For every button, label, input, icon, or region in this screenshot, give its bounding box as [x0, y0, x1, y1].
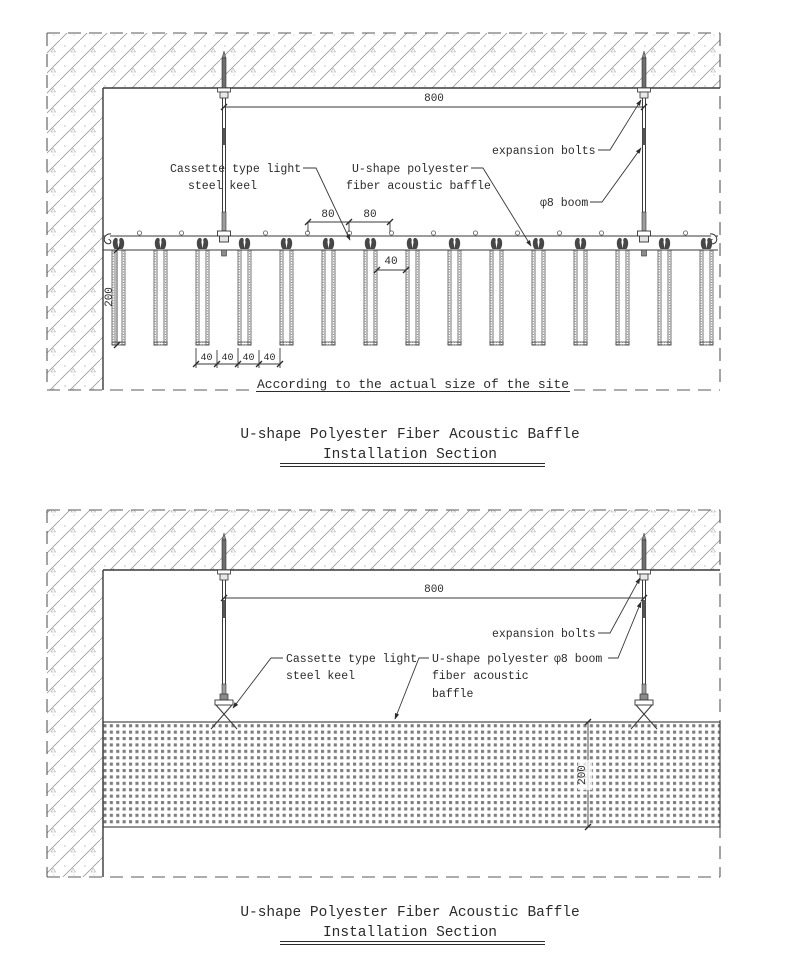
dim-200-label-2: 200	[577, 765, 589, 785]
site-note: According to the actual size of the site	[252, 374, 574, 393]
dimension-span-800-2: 800	[220, 584, 648, 602]
dim-80-left: 80	[321, 209, 334, 221]
bottom-title: U-shape Polyester Fiber Acoustic Baffle …	[240, 905, 580, 945]
label-expansion-bolts: expansion bolts	[492, 145, 596, 158]
label-cassette-keel-2-line2: steel keel	[286, 670, 355, 683]
label-baffle-2-line2: fiber acoustic	[432, 670, 529, 683]
bottom-title-line1: U-shape Polyester Fiber Acoustic Baffle	[240, 905, 579, 921]
dimension-slot-gap-40: 40	[373, 256, 410, 274]
label-baffle-2-line3: baffle	[432, 688, 474, 701]
dim-module-2: 40	[221, 353, 233, 364]
annotations-bottom: expansion bolts φ8 boom Cassette type li…	[232, 577, 642, 720]
dimension-depth-200-2: 200	[577, 718, 592, 831]
dim-800-label-2: 800	[424, 584, 444, 596]
top-title-line2: Installation Section	[323, 447, 497, 463]
bottom-drawing: 800 200 expansion bolts φ8 boom Cassette…	[46, 509, 721, 945]
label-baffle-line1: U-shape polyester	[352, 163, 469, 176]
dim-module-4: 40	[263, 353, 275, 364]
dim-80-right: 80	[363, 209, 376, 221]
dim-800-label: 800	[424, 93, 444, 105]
dimension-spacing-80-80: 80 80	[304, 209, 394, 232]
label-baffle-2-line1: U-shape polyester	[432, 653, 549, 666]
label-expansion-bolts-2: expansion bolts	[492, 628, 596, 641]
label-cassette-keel-line1: Cassette type light	[170, 163, 301, 176]
top-title: U-shape Polyester Fiber Acoustic Baffle …	[240, 427, 580, 467]
dim-40-gap: 40	[384, 256, 397, 268]
label-boom: φ8 boom	[540, 197, 588, 210]
baffle-array	[111, 237, 714, 346]
dimension-span-800: 800	[220, 93, 648, 111]
concrete-structure-hatch-2	[47, 510, 720, 877]
hanger-left	[217, 50, 231, 257]
annotations-top: Cassette type light steel keel U-shape p…	[170, 99, 642, 247]
label-boom-2: φ8 boom	[554, 653, 602, 666]
rail-end-trim-left	[103, 233, 112, 245]
dim-200-label: 200	[104, 287, 116, 307]
dimension-modules-40: 40 40 40 40	[192, 348, 284, 368]
dim-module-3: 40	[242, 353, 254, 364]
top-drawing: 800 80 80 40 200	[46, 32, 721, 467]
concrete-structure-hatch	[47, 33, 720, 390]
hanger-right	[637, 50, 651, 257]
bottom-title-line2: Installation Section	[323, 925, 497, 941]
dimension-depth-200: 200	[104, 246, 121, 349]
top-title-line1: U-shape Polyester Fiber Acoustic Baffle	[240, 427, 579, 443]
suspension-rail	[103, 229, 718, 251]
label-baffle-line2: fiber acoustic baffle	[346, 180, 491, 193]
baffle-band	[102, 721, 721, 828]
dim-module-1: 40	[200, 353, 212, 364]
note-text: According to the actual size of the site	[257, 377, 569, 392]
label-cassette-keel-2-line1: Cassette type light	[286, 653, 417, 666]
label-cassette-keel-line2: steel keel	[188, 180, 257, 193]
